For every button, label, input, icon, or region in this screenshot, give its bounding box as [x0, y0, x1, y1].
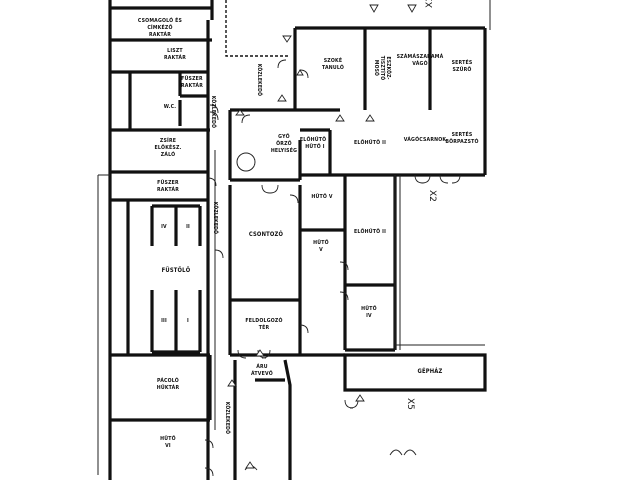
label-gephaz: GÉPHÁZ — [417, 367, 442, 375]
label-cell-ii: II — [186, 224, 190, 230]
left-wing-outer-wall — [108, 0, 214, 480]
gephaz-walls — [343, 353, 487, 392]
label-vagosarnok: VÁGÓCSARNOK — [404, 136, 447, 143]
top-dashed-outline — [225, 0, 290, 57]
walls — [97, 0, 491, 480]
axis-x5: X5 — [405, 398, 415, 410]
label-fustolo: FÜSTÖLŐ — [162, 267, 191, 274]
door-markers — [227, 4, 417, 469]
label-eszkoz: ESZKÖZ-TISZTÍTÓMOSÓ — [373, 56, 392, 80]
axis-x2: X2 — [427, 190, 437, 202]
axis-x1: X1 — [425, 0, 435, 8]
label-elohuto-ii: ELŐHŰTŐ II — [354, 228, 386, 235]
label-wc: W.C. — [164, 104, 177, 110]
corridor-labels: KÖZLEKEDŐ KÖZLEKEDŐ KÖZLEKEDŐ KÖZLEKEDŐ — [210, 64, 263, 434]
label-cell-iii: III — [161, 318, 167, 324]
label-elohuto-ii-top: ELŐHŰTŐ II — [354, 139, 386, 146]
label-cell-i: I — [187, 318, 189, 324]
corridor-label-2: KÖZLEKEDŐ — [210, 96, 217, 128]
corridor-label-4: KÖZLEKEDŐ — [224, 402, 231, 434]
label-cell-iv: IV — [161, 224, 167, 230]
corridor-label-1: KÖZLEKEDŐ — [256, 64, 263, 96]
label-huto-v-top: HŰTŐ V — [311, 193, 332, 200]
label-csontozo: CSONTOZÓ — [249, 231, 284, 238]
doors — [204, 59, 461, 477]
corridor-label-3: KÖZLEKEDŐ — [212, 202, 219, 234]
axis-markers: X1 X2 X5 — [405, 0, 437, 410]
tank-circle — [236, 152, 256, 172]
smoker-cells-walls — [150, 204, 202, 354]
